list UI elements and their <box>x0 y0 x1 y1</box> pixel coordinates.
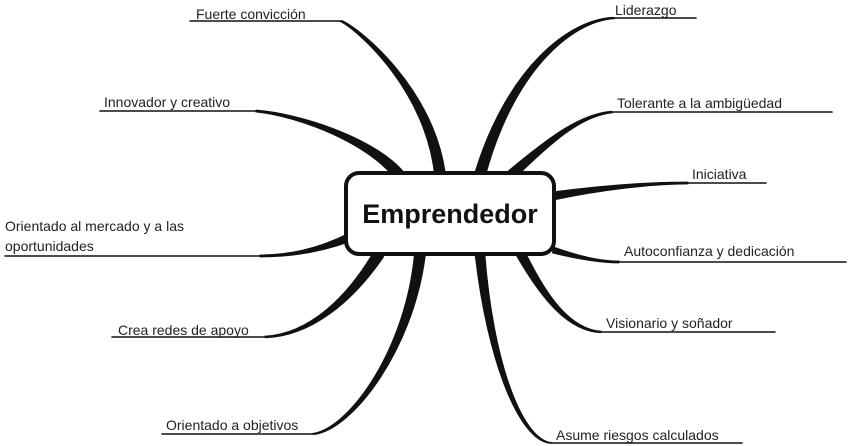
branch-connector <box>263 246 385 339</box>
branch-label: Crea redes de apoyo <box>118 322 249 338</box>
center-label: Emprendedor <box>362 199 538 229</box>
branch-iniciativa: Iniciativa <box>552 166 767 201</box>
branch-tolerante-ambiguedad: Tolerante a la ambigüedad <box>506 95 833 181</box>
branch-label: Orientado al mercado y a las <box>5 218 184 234</box>
branch-connector <box>311 249 426 435</box>
branch-connector <box>552 181 689 201</box>
branch-autoconfianza: Autoconfianza y dedicación <box>551 243 847 264</box>
branch-liderazgo: Liderazgo <box>474 2 697 180</box>
branch-connector <box>551 246 620 264</box>
branch-connector <box>255 109 403 182</box>
branch-label: Liderazgo <box>615 2 677 18</box>
center-node: Emprendedor <box>344 171 556 256</box>
center-box <box>344 171 556 256</box>
branch-crea-redes: Crea redes de apoyo <box>111 246 385 339</box>
branch-connector <box>515 247 603 334</box>
branch-asume-riesgos: Asume riesgos calculados <box>474 251 743 444</box>
branch-label: Tolerante a la ambigüedad <box>617 95 782 111</box>
branch-label: Fuerte convicción <box>196 6 306 22</box>
branch-label: Iniciativa <box>692 166 747 182</box>
branch-orientado-objetivos: Orientado a objetivos <box>161 249 426 435</box>
branch-orientado-mercado: Orientado al mercado y a las oportunidade… <box>4 218 350 258</box>
branch-label: Orientado a objetivos <box>166 417 298 433</box>
branch-visionario: Visionario y soñador <box>515 247 776 334</box>
branch-label: Asume riesgos calculados <box>556 427 719 443</box>
branch-innovador-creativo: Innovador y creativo <box>99 94 403 182</box>
branch-fuerte-conviccion: Fuerte convicción <box>189 6 446 179</box>
branch-connector <box>339 20 446 179</box>
branch-connector <box>259 233 350 258</box>
branch-label: Visionario y soñador <box>606 315 733 331</box>
branch-connector <box>506 110 613 181</box>
branch-label: Autoconfianza y dedicación <box>624 243 794 259</box>
branch-label: Innovador y creativo <box>104 94 230 110</box>
branch-connector <box>474 16 616 180</box>
branch-label: oportunidades <box>5 238 94 254</box>
